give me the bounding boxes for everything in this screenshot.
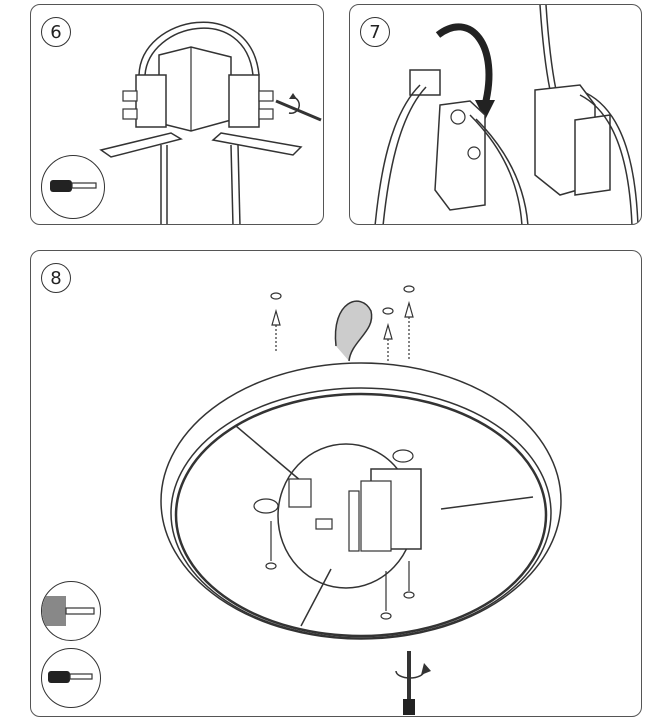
step-7-illustration [374, 5, 639, 224]
drill-icon [41, 581, 101, 641]
step-8-panel: 8 [30, 250, 642, 717]
step-7-panel: 7 [349, 4, 642, 225]
step-7-number: 7 [360, 17, 390, 47]
step-8-number: 8 [41, 263, 71, 293]
screwdriver-icon [41, 648, 101, 708]
step-6-number: 6 [41, 17, 71, 47]
step-6-panel: 6 [30, 4, 324, 225]
step-6-illustration [99, 21, 322, 224]
screwdriver-icon [41, 155, 105, 219]
step-8-illustration [160, 285, 562, 715]
